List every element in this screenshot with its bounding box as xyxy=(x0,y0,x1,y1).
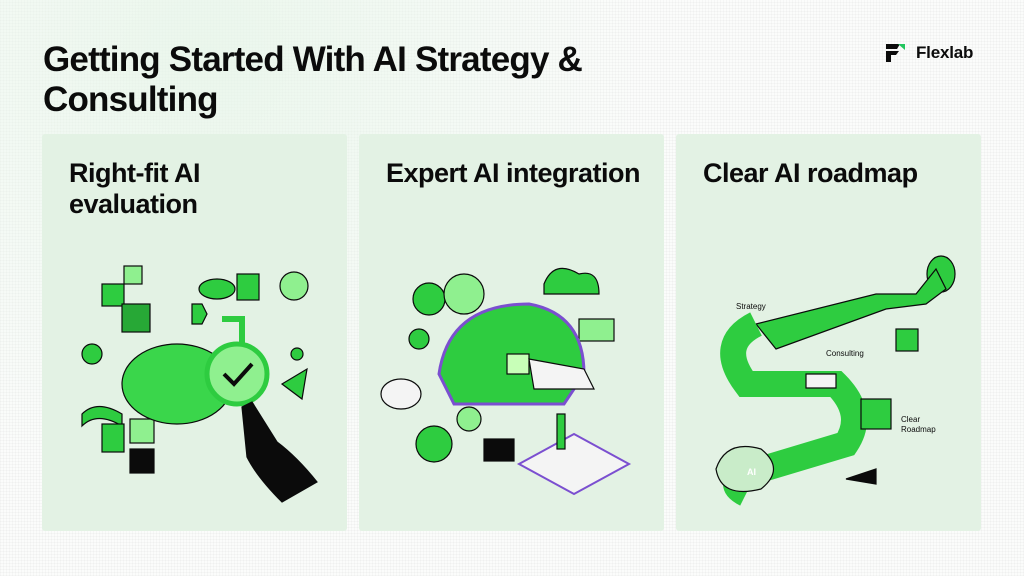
brand-name: Flexlab xyxy=(916,43,974,62)
label-consulting: Consulting xyxy=(826,349,864,358)
flexlab-logo-icon xyxy=(886,44,905,62)
card-title: Expert AI integration xyxy=(386,158,641,188)
label-clear: Clear xyxy=(901,415,920,424)
brand-logo[interactable]: Flexlab xyxy=(884,42,973,64)
label-roadmap: Roadmap xyxy=(901,425,936,434)
card-clear-ai-roadmap: Clear AI roadmap Strategy Consulting Cle… xyxy=(676,134,981,531)
roadmap-path-illustration: Strategy Consulting Clear Roadmap AI xyxy=(715,255,956,506)
ai-chip-label: AI xyxy=(747,467,756,477)
brain-puzzle-chess-illustration xyxy=(380,267,632,496)
brain-magnifier-illustration xyxy=(81,265,318,503)
card-title: Right-fit AI evaluation xyxy=(69,158,200,219)
card-title: Clear AI roadmap xyxy=(703,158,918,188)
label-strategy: Strategy xyxy=(736,302,766,311)
card-right-fit-ai-evaluation: Right-fit AI evaluation xyxy=(42,134,347,531)
card-expert-ai-integration: Expert AI integration xyxy=(359,134,664,531)
page-title: Getting Started With AI Strategy & Consu… xyxy=(43,40,583,119)
